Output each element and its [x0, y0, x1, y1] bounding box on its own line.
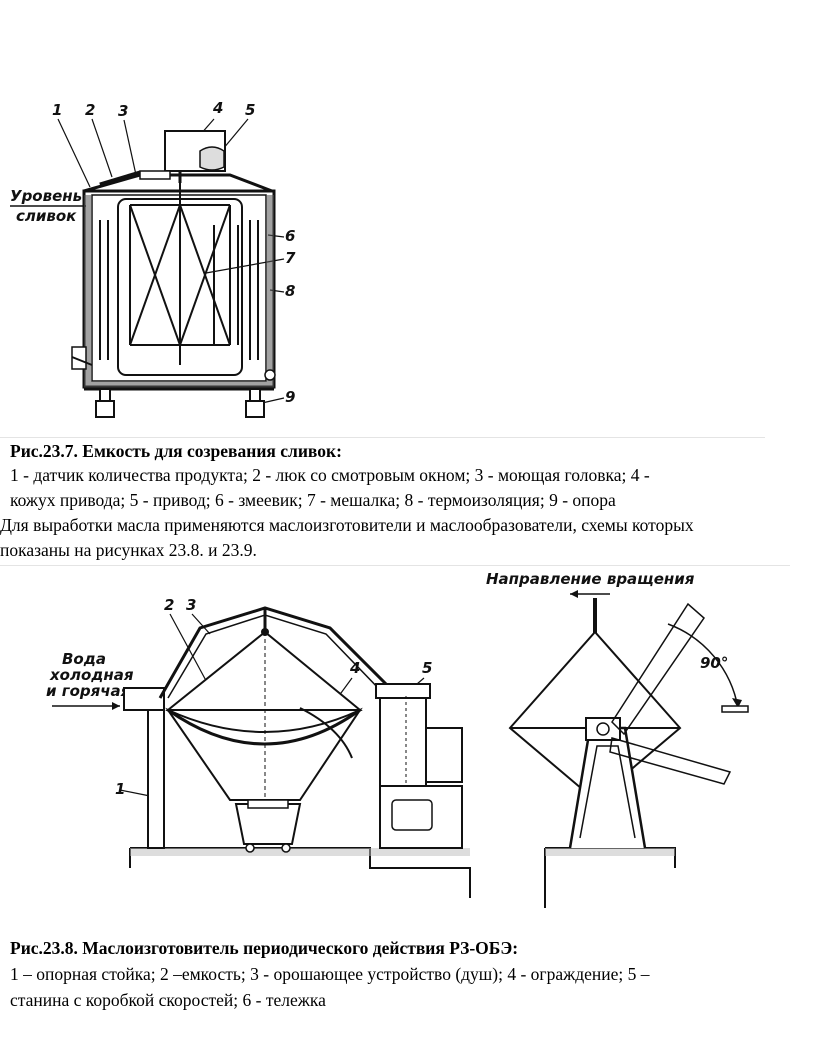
- callout-5: 5: [245, 101, 255, 119]
- figure2-caption-title: Рис.23.8. Маслоизготовитель периодическо…: [10, 938, 519, 958]
- body-text-line1: Для выработки масла применяются маслоизг…: [0, 515, 694, 535]
- figure1-caption-line1: 1 - датчик количества продукта; 2 - люк …: [10, 465, 650, 485]
- callout-5: 5: [422, 659, 432, 677]
- divider: [0, 437, 765, 438]
- figure-butter-churn: Вода холодная и горячая 2 3 4 5 1 6: [0, 568, 816, 933]
- callout-7: 7: [285, 249, 296, 267]
- level-label-line2: сливок: [16, 207, 77, 225]
- callout-2: 2: [85, 101, 95, 119]
- rotation-label: Направление вращения: [486, 570, 695, 588]
- angle-label: 90°: [700, 654, 728, 672]
- figure1-caption-line2: кожух привода; 5 - привод; 6 - змеевик; …: [10, 490, 616, 510]
- callout-3: 3: [118, 102, 128, 120]
- water-label-line1: Вода: [62, 650, 106, 668]
- figure-cream-tank: Уровень сливок 1 2 3 4 5 6 7 8 9: [0, 95, 320, 440]
- callout-4: 4: [349, 659, 360, 677]
- water-label-line2: холодная: [49, 666, 134, 684]
- callout-9: 9: [285, 388, 295, 406]
- divider: [0, 565, 790, 566]
- water-label-line3: и горячая: [46, 682, 131, 700]
- callout-1: 1: [52, 101, 62, 119]
- level-label-line1: Уровень: [10, 187, 82, 205]
- callout-1: 1: [115, 780, 125, 798]
- figure1-caption-title: Рис.23.7. Емкость для созревания сливок:: [10, 441, 342, 461]
- callout-8: 8: [285, 282, 295, 300]
- figure2-caption-line2: станина с коробкой скоростей; 6 - тележк…: [10, 990, 326, 1010]
- callout-6: 6: [285, 227, 295, 245]
- callout-3: 3: [186, 596, 196, 614]
- callout-4: 4: [212, 99, 223, 117]
- callout-2: 2: [164, 596, 174, 614]
- figure2-caption-line1: 1 – опорная стойка; 2 –емкость; 3 - орош…: [10, 964, 650, 984]
- body-text-line2: показаны на рисунках 23.8. и 23.9.: [0, 540, 257, 560]
